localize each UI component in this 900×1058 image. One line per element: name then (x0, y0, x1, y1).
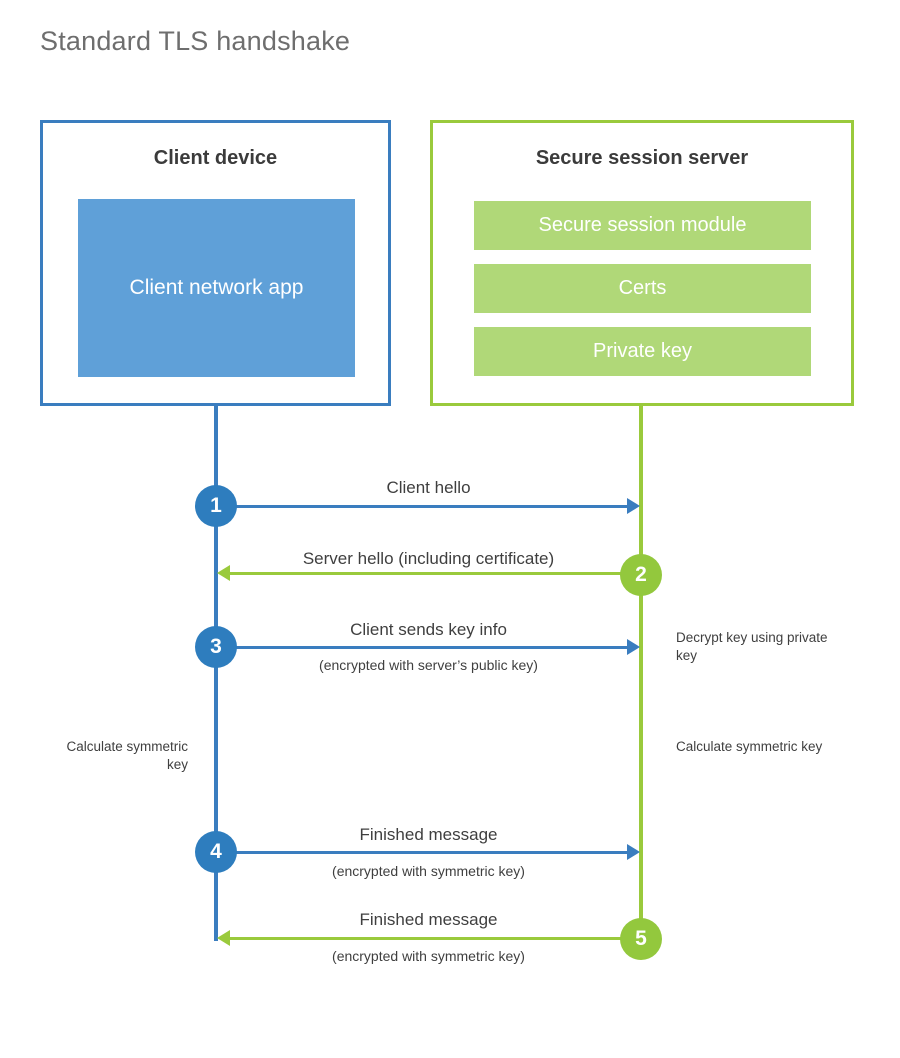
client-device-title: Client device (153, 147, 278, 169)
step-1-marker[interactable]: 1 (195, 485, 237, 527)
client-network-app-block: Client network app (78, 199, 355, 377)
server-component-private-key: Private key (474, 327, 811, 376)
secure-session-server-title: Secure session server (535, 147, 749, 169)
step-2-label: Server hello (including certificate) (302, 549, 555, 568)
step-3-label: Client sends key info (350, 620, 507, 639)
step-3-arrow-head-icon (627, 639, 640, 655)
server-component-secure-session-module: Secure session module (474, 201, 811, 250)
step-5-sublabel: (encrypted with symmetric key) (332, 948, 525, 964)
server-calculate-symmetric-key-note: Calculate symmetric key (676, 739, 823, 754)
client-device-box: Client device Client network app (40, 120, 391, 406)
step-1-arrow-line (218, 505, 628, 508)
server-lifeline (639, 406, 643, 940)
step-2-arrow-line (230, 572, 641, 575)
server-decrypt-note: Decrypt key using private key (676, 630, 828, 664)
step-2-arrow-head-icon (217, 565, 230, 581)
page-title: Standard TLS handshake (40, 26, 351, 56)
step-3-marker[interactable]: 3 (195, 626, 237, 668)
step-2-marker[interactable]: 2 (620, 554, 662, 596)
step-4-label: Finished message (359, 825, 498, 844)
step-4-sublabel: (encrypted with symmetric key) (332, 863, 525, 879)
step-1-arrow-head-icon (627, 498, 640, 514)
server-component-label: Secure session module (538, 214, 747, 236)
secure-session-server-box: Secure session server Secure session mod… (430, 120, 854, 406)
step-5-label: Finished message (359, 910, 498, 929)
client-calculate-symmetric-key-note: Calculate symmetric key (66, 739, 188, 773)
step-4-marker[interactable]: 4 (195, 831, 237, 873)
step-5-arrow-line (230, 937, 641, 940)
step-1-label: Client hello (386, 478, 471, 497)
server-component-certs: Certs (474, 264, 811, 313)
server-component-label: Certs (618, 277, 667, 299)
step-4-arrow-line (218, 851, 628, 854)
server-component-label: Private key (593, 340, 692, 362)
step-3-arrow-line (218, 646, 628, 649)
step-4-arrow-head-icon (627, 844, 640, 860)
client-lifeline (214, 406, 218, 941)
client-network-app-label: Client network app (129, 276, 304, 300)
step-5-marker[interactable]: 5 (620, 918, 662, 960)
step-3-sublabel: (encrypted with server’s public key) (319, 657, 538, 673)
step-5-arrow-head-icon (217, 930, 230, 946)
